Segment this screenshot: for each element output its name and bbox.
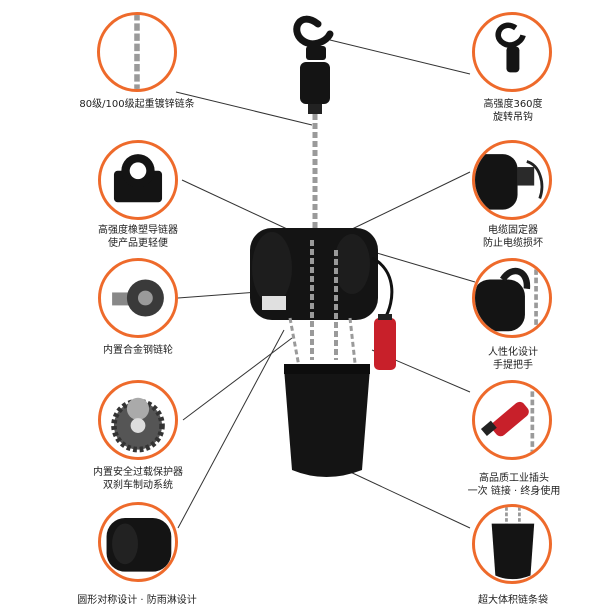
chain-label: 80级/100级起重镀锌链条 xyxy=(79,99,195,110)
plug-icon xyxy=(480,383,535,457)
hook-label-line-2: 旋转吊钩 xyxy=(493,112,533,123)
gear-icon xyxy=(111,397,165,453)
plug-label-line-1: 高品质工业插头 xyxy=(479,473,549,484)
handle-label-line-2: 手提把手 xyxy=(493,360,533,371)
hook-circle xyxy=(472,12,552,92)
cable-label-line-2: 防止电缆损坏 xyxy=(483,238,543,249)
cable-clamp-icon xyxy=(475,154,544,210)
hook-label-line-1: 高强度360度 xyxy=(483,99,543,110)
body-label: 圆形对称设计 · 防雨淋设计 xyxy=(77,595,197,606)
hook-label: 高强度360度 旋转吊钩 xyxy=(458,98,568,124)
guide-label: 高强度橡塑导链器 使产品更轻便 xyxy=(72,224,204,250)
plug-circle xyxy=(472,380,552,460)
clutch-label: 内置安全过载保护器 双刹车制动系统 xyxy=(72,466,204,492)
sprocket-label: 内置合金钢链轮 xyxy=(103,345,173,356)
cable-label: 电缆固定器 防止电缆损坏 xyxy=(458,224,568,250)
cable-circle xyxy=(472,140,552,220)
clutch-label-line-2: 双刹车制动系统 xyxy=(103,480,173,491)
body-circle xyxy=(98,502,178,582)
handle-circle xyxy=(472,258,552,338)
plug-label: 高品质工业插头 一次 链接 · 终身使用 xyxy=(452,472,576,498)
sprocket-circle xyxy=(98,258,178,338)
guide-label-line-1: 高强度橡塑导链器 xyxy=(98,225,178,236)
clutch-circle xyxy=(98,380,178,460)
hook-icon xyxy=(495,22,526,73)
handle-label: 人性化设计 手提把手 xyxy=(458,346,568,372)
handle-label-line-1: 人性化设计 xyxy=(488,347,538,358)
guide-label-line-2: 使产品更轻便 xyxy=(108,238,168,249)
chain-icon xyxy=(134,15,140,89)
handle-icon xyxy=(475,261,538,335)
guide-circle xyxy=(98,140,178,220)
chain-bag-icon xyxy=(491,507,535,580)
sprocket-icon xyxy=(112,279,164,317)
cable-label-line-1: 电缆固定器 xyxy=(488,225,538,236)
bag-circle xyxy=(472,504,552,584)
chain-circle xyxy=(97,12,177,92)
plug-label-line-2: 一次 链接 · 终身使用 xyxy=(467,486,561,497)
chain-guide-icon xyxy=(113,154,163,203)
housing-icon xyxy=(106,517,172,572)
hoist-product-icon xyxy=(250,15,396,477)
clutch-label-line-1: 内置安全过载保护器 xyxy=(93,467,183,478)
bag-label: 超大体积链条袋 xyxy=(478,595,548,606)
